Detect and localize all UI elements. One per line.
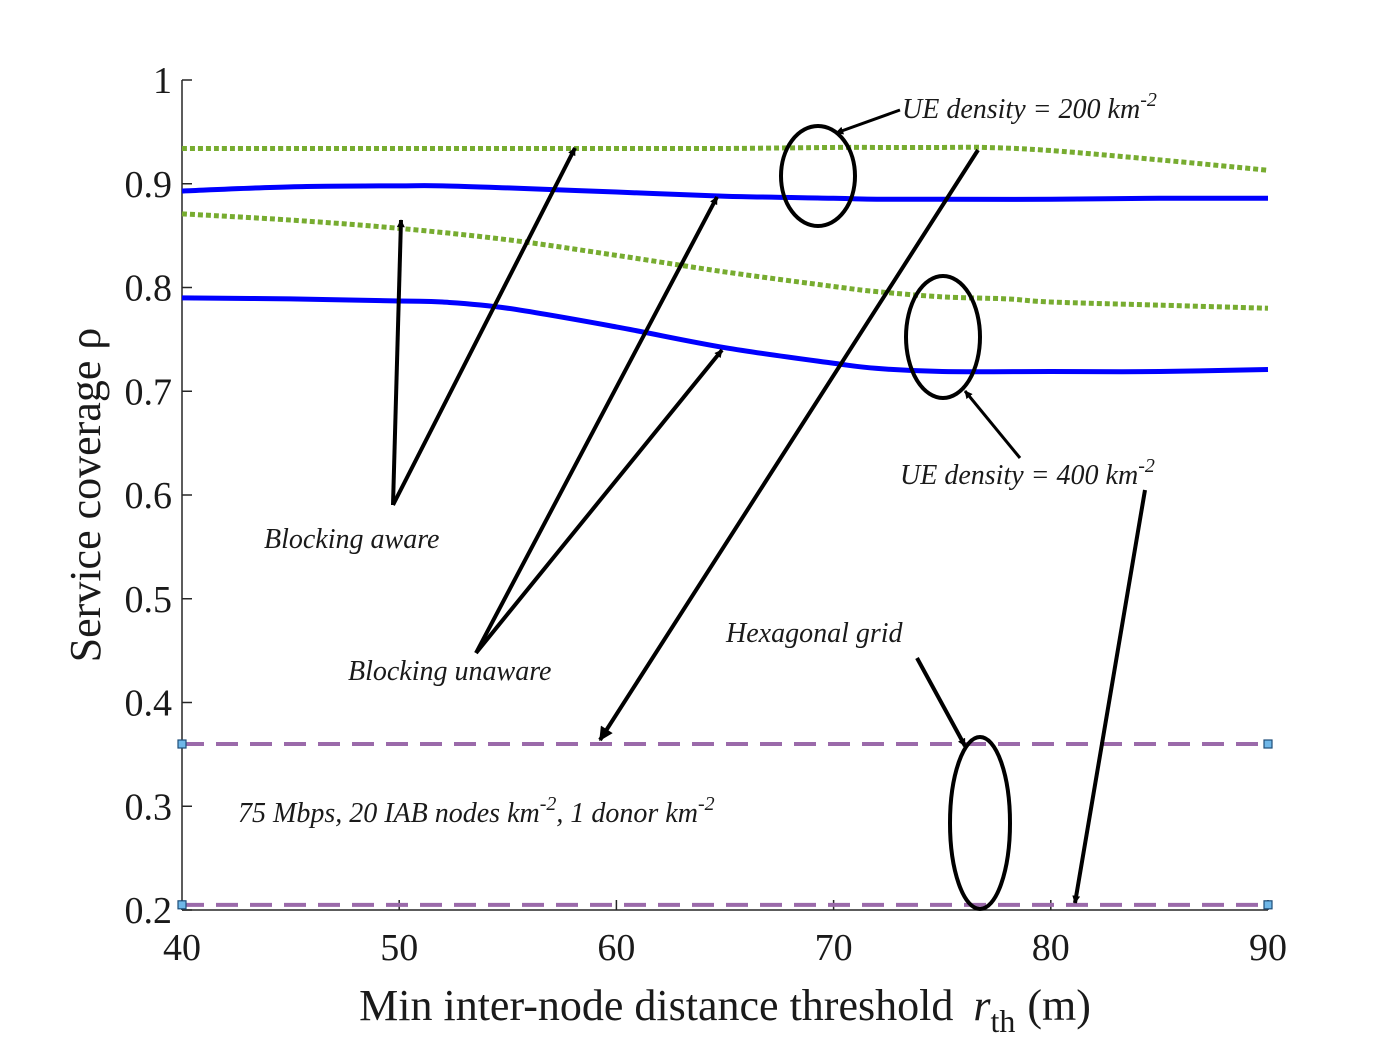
y-tick-label: 0.2	[125, 890, 173, 932]
annot-params: 75 Mbps, 20 IAB nodes km-2, 1 donor km-2	[238, 793, 715, 829]
annot-params-1: 75 Mbps, 20 IAB nodes km	[238, 798, 540, 829]
annot-params-2-sup: -2	[698, 793, 715, 815]
y-tick-label: 0.4	[125, 683, 173, 725]
y-tick-label: 0.7	[125, 371, 173, 413]
y-tick-label: 0.8	[125, 268, 173, 310]
arrow-hexagonal	[915, 657, 967, 747]
annot-ue400: UE density = 400 km-2	[900, 455, 1155, 491]
annotation-arrows	[391, 108, 1147, 904]
y-tick-label: 1	[153, 60, 172, 102]
arrow-unaware-2	[474, 348, 724, 655]
y-axis-title-text: Service coverage ρ	[61, 328, 110, 663]
series-marker	[1263, 900, 1273, 910]
arrow-ue400	[963, 390, 1022, 459]
y-tick-label: 0.9	[125, 164, 173, 206]
arrow-ue200	[835, 108, 901, 135]
annot-params-1-sup: -2	[540, 793, 557, 815]
annot-params-2: , 1 donor km	[556, 798, 698, 829]
axes	[181, 80, 1268, 911]
annot-ue200-sup: -2	[1140, 89, 1157, 111]
y-axis-title: Service coverage ρ	[61, 328, 110, 663]
arrow-long-diagonal	[598, 148, 980, 742]
annot-ue400-sup: -2	[1138, 455, 1155, 477]
annotation-texts: UE density = 200 km-2 UE density = 400 k…	[238, 89, 1157, 829]
x-tick-label: 80	[1032, 927, 1070, 969]
annot-ue400-text: UE density = 400 km	[900, 460, 1138, 491]
arrow-long-vertical	[1072, 489, 1147, 904]
annot-ue200-text: UE density = 200 km	[902, 94, 1140, 125]
y-tick-label: 0.6	[125, 475, 173, 517]
annot-hexagonal-grid: Hexagonal grid	[725, 618, 904, 649]
ellipse-ue400	[904, 274, 982, 400]
annot-blocking-unaware: Blocking unaware	[348, 656, 551, 687]
series-marker	[177, 900, 187, 910]
annot-ue200: UE density = 200 km-2	[902, 89, 1157, 125]
y-tick-label: 0.3	[125, 786, 173, 828]
axis-ticks: 40 50 60 70 80 90 0.2 0.3 0.4 0.5 0.6 0.7 0.8 0.9 1	[125, 60, 1288, 969]
arrow-aware-2	[391, 147, 577, 506]
x-tick-label: 70	[815, 927, 853, 969]
series-line-1	[181, 144, 1269, 173]
x-tick-label: 40	[163, 927, 201, 969]
annot-blocking-aware: Blocking aware	[264, 524, 439, 555]
x-tick-label: 60	[597, 927, 635, 969]
x-tick-label: 90	[1249, 927, 1287, 969]
ellipse-ue200	[779, 124, 857, 228]
x-tick-label: 50	[380, 927, 418, 969]
series-line-3	[181, 211, 1269, 311]
callout-ellipses	[779, 124, 1012, 911]
series-layer	[177, 144, 1273, 910]
x-axis-title-symbol: r	[973, 981, 991, 1030]
x-axis-title-subscript: th	[990, 1003, 1015, 1039]
x-axis-title-text: Min inter-node distance threshold	[359, 981, 953, 1030]
x-axis-title-unit: (m)	[1027, 981, 1091, 1030]
series-marker	[1263, 739, 1273, 749]
series-line-4	[181, 295, 1269, 375]
x-axis-title: Min inter-node distance threshold rth (m)	[359, 981, 1091, 1039]
arrow-unaware-1	[474, 196, 719, 654]
series-marker	[177, 739, 187, 749]
y-tick-label: 0.5	[125, 579, 173, 621]
arrow-aware-1	[391, 219, 405, 506]
ellipse-hexagonal	[948, 735, 1012, 911]
series-line-2	[181, 183, 1269, 202]
